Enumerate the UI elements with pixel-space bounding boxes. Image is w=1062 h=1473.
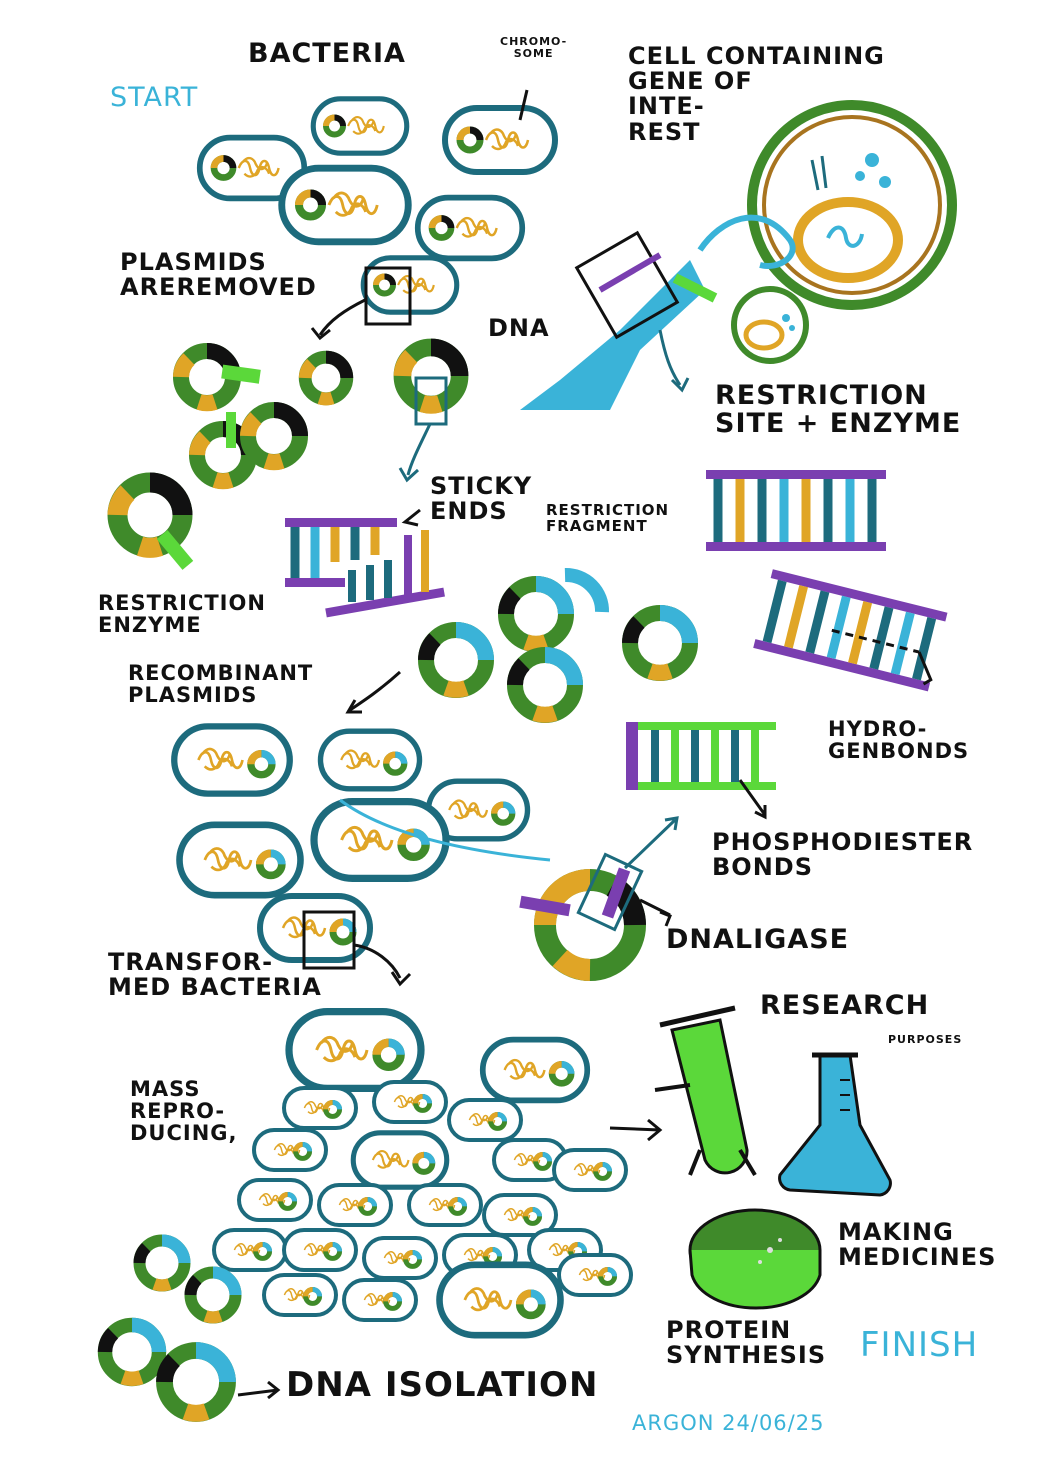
- sticky-ends-dna: [285, 508, 445, 618]
- sticky-ends-label: STICKY ENDS: [430, 472, 533, 526]
- bacteria-cluster-top: [200, 89, 555, 341]
- petri-dish-icon: [688, 1208, 822, 1310]
- plasmid-selection-box: [364, 266, 412, 326]
- start-label: START: [110, 82, 199, 113]
- bacteria-label: BACTERIA: [248, 38, 406, 69]
- finish-label: FINISH: [860, 1325, 979, 1365]
- restriction-fragment-top: [706, 470, 886, 551]
- restriction-enzyme-label: RESTRICTION ENZYME: [98, 591, 266, 638]
- removed-plasmids: [118, 347, 460, 570]
- cell-gene-of-interest: [697, 100, 957, 364]
- phosphodiester-bonds-label: PHOSPHODIESTER BONDS: [712, 828, 974, 882]
- purposes-label: PURPOSES: [888, 1033, 963, 1046]
- plasmids-removed-label: PLASMIDS AREREMOVED: [120, 248, 317, 302]
- flask-icon: [778, 1052, 892, 1197]
- research-label: RESEARCH: [760, 990, 930, 1021]
- chromosome-label: CHROMO- SOME: [500, 35, 568, 60]
- dna-ligase-label: DNALIGASE: [666, 924, 850, 955]
- mass-reproduction-cluster: [214, 1012, 663, 1336]
- mass-reproducing-label: MASS REPRO- DUCING,: [130, 1077, 238, 1146]
- recombinant-plasmids: [345, 568, 690, 715]
- ligated-fragment: [626, 722, 776, 820]
- test-tube-icon: [654, 1005, 757, 1177]
- ligase-plasmid: [519, 816, 679, 981]
- signature-label: ARGON 24/06/25: [632, 1411, 825, 1435]
- transformed-bacteria-label: TRANSFOR- MED BACTERIA: [108, 948, 322, 1002]
- hydrogen-bonds-label: HYDRO- GENBONDS: [828, 717, 970, 764]
- restriction-fragment-hydrogen: [753, 569, 947, 691]
- restriction-site-label: RESTRICTION SITE + ENZYME: [715, 380, 962, 440]
- transformed-bacteria-cluster: [174, 726, 551, 987]
- restriction-fragment-label: RESTRICTION FRAGMENT: [546, 501, 670, 535]
- protein-synthesis-label: PROTEIN SYNTHESIS: [666, 1316, 827, 1370]
- dna-strand: [520, 230, 718, 410]
- making-medicines-label: MAKING MEDICINES: [838, 1218, 997, 1272]
- cell-gene-label: CELL CONTAINING GENE OF INTE- REST: [628, 42, 885, 146]
- transformed-selection-box: [302, 910, 356, 970]
- dna-label: DNA: [488, 314, 550, 342]
- recombinant-plasmids-label: RECOMBINANT PLASMIDS: [128, 661, 314, 708]
- dna-isolation-label: DNA ISOLATION: [286, 1365, 599, 1405]
- isolated-plasmids: [105, 1241, 281, 1414]
